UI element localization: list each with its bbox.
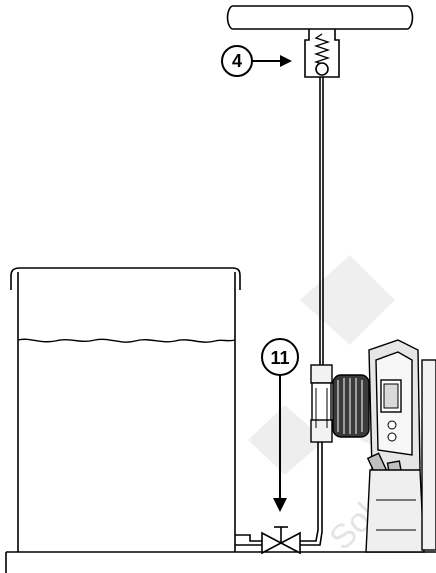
injection-valve [304,29,340,365]
overhead-pipe [226,5,414,30]
callout-11-label: 11 [270,348,289,368]
isolation-valve [261,526,301,555]
callout-11: 11 [261,338,299,512]
callout-4: 4 [221,45,292,77]
dosing-pump [310,339,436,553]
suction-line [235,440,323,546]
floor-base [5,551,436,573]
callout-4-label: 4 [232,51,242,71]
chemical-tank [10,267,241,552]
